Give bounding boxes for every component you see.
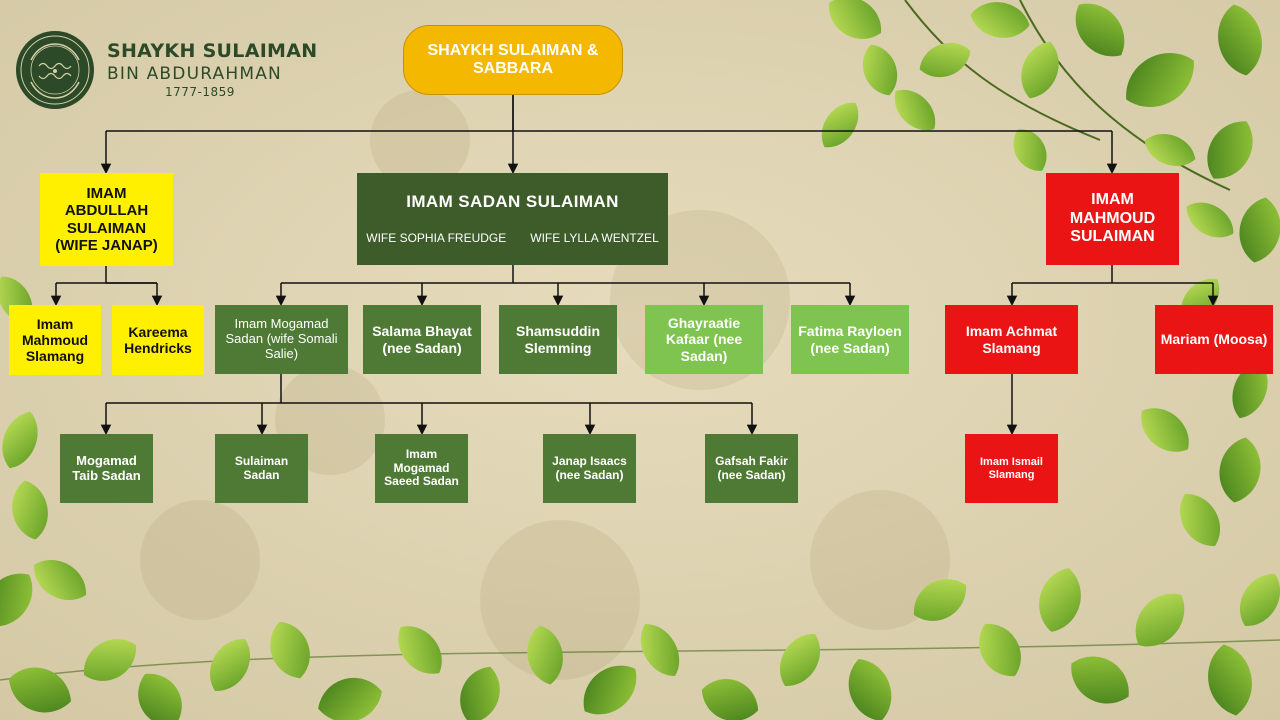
node-janap: Janap Isaacs (nee Sadan) [543, 434, 636, 503]
leaves-top-right [812, 0, 1280, 331]
node-gafsah-label: Gafsah Fakir (nee Sadan) [715, 453, 788, 482]
node-taib-label: Mogamad Taib Sadan [72, 452, 141, 483]
logo-subname: BIN ABDURAHMAN [107, 64, 282, 84]
node-root-label: SHAYKH SULAIMAN & SABBARA [427, 41, 599, 77]
node-salama-label: Salama Bhayat (nee Sadan) [372, 323, 472, 356]
node-achmat: Imam Achmat Slamang [945, 305, 1078, 374]
node-mogamad-sadan: Imam Mogamad Sadan (wife Somali Salie) [215, 305, 348, 374]
node-taib: Mogamad Taib Sadan [60, 434, 153, 503]
node-sadan-title: IMAM SADAN SULAIMAN [406, 192, 619, 212]
node-shamsuddin: Shamsuddin Slemming [499, 305, 617, 374]
node-sulaiman-sadan: Sulaiman Sadan [215, 434, 308, 503]
logo: SHAYKH SULAIMAN BIN ABDURAHMAN 1777-1859 [15, 30, 318, 110]
node-mahmoud-slamang: Imam Mahmoud Slamang [9, 305, 101, 375]
node-sadan-wife-2: WIFE LYLLA WENTZEL [530, 230, 659, 245]
node-ismail: Imam Ismail Slamang [965, 434, 1058, 503]
node-sadan-wives: WIFE SOPHIA FREUDGE WIFE LYLLA WENTZEL [366, 230, 659, 246]
leaves-bottom [0, 562, 1280, 720]
node-janap-label: Janap Isaacs (nee Sadan) [552, 453, 627, 482]
node-ghayraatie-label: Ghayraatie Kafaar (nee Sadan) [665, 315, 743, 364]
node-gafsah: Gafsah Fakir (nee Sadan) [705, 434, 798, 503]
node-saeed: Imam Mogamad Saeed Sadan [375, 434, 468, 503]
node-mogamad-sadan-label: Imam Mogamad Sadan (wife Somali Salie) [225, 316, 338, 361]
node-achmat-label: Imam Achmat Slamang [965, 323, 1058, 356]
node-kareema-label: Kareema Hendricks [124, 323, 192, 356]
node-root: SHAYKH SULAIMAN & SABBARA [403, 25, 623, 95]
node-kareema: Kareema Hendricks [112, 305, 204, 375]
node-mariam-label: Mariam (Moosa) [1160, 331, 1268, 348]
node-sulaiman-sadan-label: Sulaiman Sadan [234, 453, 289, 482]
node-fatima-label: Fatima Rayloen (nee Sadan) [798, 323, 902, 356]
node-abdullah-label: IMAM ABDULLAH SULAIMAN (WIFE JANAP) [55, 185, 158, 254]
node-mariam: Mariam (Moosa) [1155, 305, 1273, 374]
node-sadan: IMAM SADAN SULAIMAN WIFE SOPHIA FREUDGE … [357, 173, 668, 265]
node-mahmoud-label: IMAM MAHMOUD SULAIMAN [1069, 191, 1156, 246]
node-mahmoud-slamang-label: Imam Mahmoud Slamang [21, 315, 89, 365]
node-saeed-label: Imam Mogamad Saeed Sadan [384, 446, 459, 489]
node-sadan-wife-1: WIFE SOPHIA FREUDGE [366, 230, 507, 245]
seal-icon [16, 31, 94, 109]
logo-name: SHAYKH SULAIMAN [107, 40, 318, 62]
node-abdullah: IMAM ABDULLAH SULAIMAN (WIFE JANAP) [40, 173, 173, 266]
node-mahmoud: IMAM MAHMOUD SULAIMAN [1046, 173, 1179, 265]
node-ghayraatie: Ghayraatie Kafaar (nee Sadan) [645, 305, 763, 374]
node-ismail-label: Imam Ismail Slamang [980, 455, 1043, 481]
logo-years: 1777-1859 [165, 85, 235, 99]
node-fatima: Fatima Rayloen (nee Sadan) [791, 305, 909, 374]
node-salama: Salama Bhayat (nee Sadan) [363, 305, 481, 374]
node-shamsuddin-label: Shamsuddin Slemming [515, 323, 600, 356]
